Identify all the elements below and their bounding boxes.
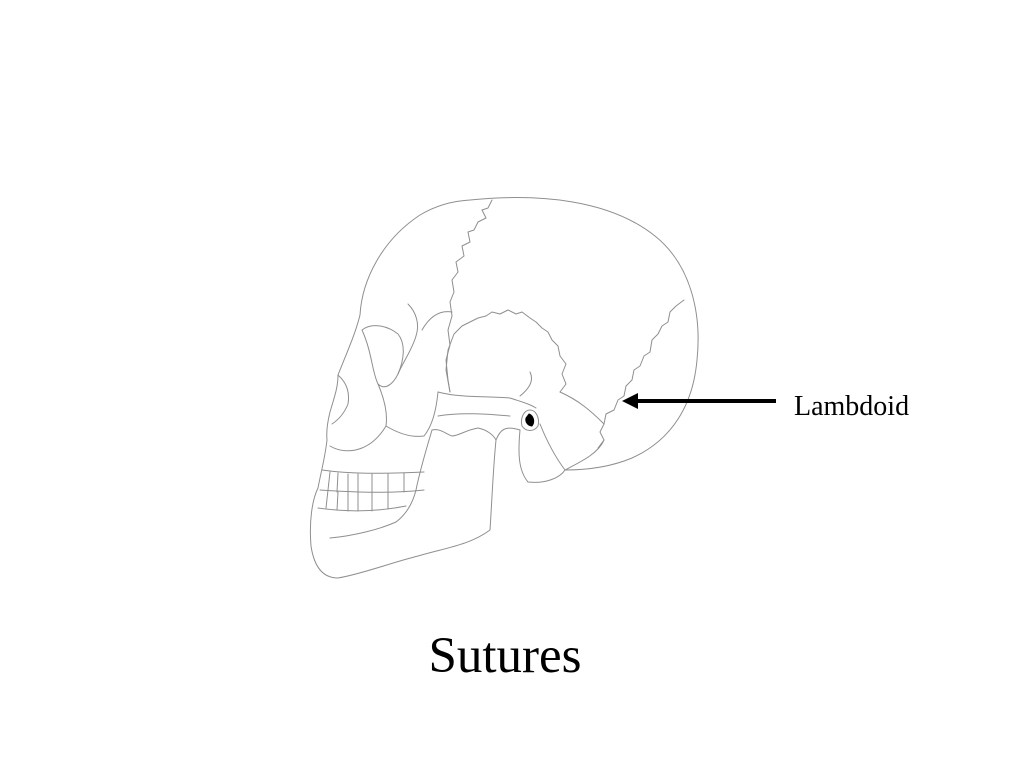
external-acoustic-meatus bbox=[521, 409, 539, 431]
lower-teeth-line bbox=[317, 505, 407, 512]
mandible-ramus bbox=[431, 427, 497, 441]
lambdoid-suture bbox=[597, 299, 685, 449]
mandible-coronoid bbox=[395, 429, 433, 523]
upper-teeth-line bbox=[321, 469, 425, 474]
ear-canal-fill bbox=[525, 413, 535, 427]
coronal-suture bbox=[445, 199, 493, 393]
mastoid-lower bbox=[564, 439, 605, 471]
occipital-border bbox=[559, 391, 605, 425]
mastoid-inner bbox=[539, 423, 566, 471]
sphenoid-wing bbox=[421, 311, 453, 331]
lambdoid-label: Lambdoid bbox=[794, 391, 910, 422]
teeth-dividers bbox=[325, 471, 405, 512]
maxilla bbox=[329, 425, 387, 452]
zygomatic-arch-lower bbox=[437, 413, 511, 417]
squamous-suture bbox=[445, 309, 567, 393]
occlusal-line bbox=[319, 489, 425, 493]
zygomatic-bone bbox=[377, 383, 439, 437]
zygomatic-root bbox=[519, 371, 533, 397]
slide-title: Sutures bbox=[428, 628, 582, 684]
zygomatic-arch bbox=[437, 391, 537, 409]
nasal-aperture bbox=[331, 374, 349, 425]
mandible-lower bbox=[329, 521, 397, 539]
frontal-process bbox=[397, 303, 419, 375]
